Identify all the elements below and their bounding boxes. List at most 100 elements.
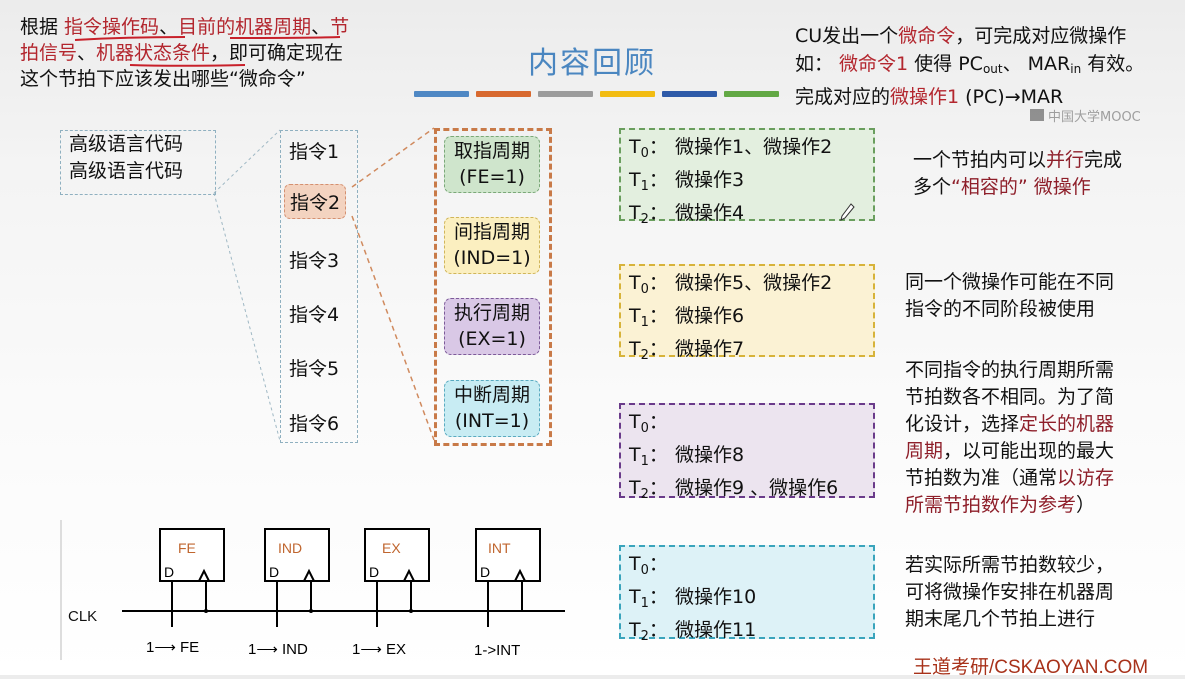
high-level-code-line: 高级语言代码 — [69, 160, 184, 182]
cu-text: 完成对应的 — [795, 86, 891, 108]
micro-ops: 微操作10 — [675, 586, 757, 608]
instruction-list: 指令1 指令2 指令3 指令4 指令5 指令6 — [280, 130, 358, 443]
flipflop-ex: EX D 1⟶ EX — [352, 528, 430, 658]
micro-ops: 微操作7 — [675, 338, 745, 360]
timing-row: T2： 微操作7 — [629, 336, 873, 369]
cycle-name: 取指周期 — [453, 140, 530, 162]
intro-seg: 、 — [311, 16, 331, 38]
beat-label: T1： — [629, 305, 668, 330]
cu-line-1: CU发出一个微命令，可完成对应微操作 — [795, 22, 1144, 50]
connector-lines — [213, 127, 435, 442]
micro-ops: 微操作3 — [675, 169, 745, 191]
intro-line-1: 根据 指令操作码、目前的机器周期、节 — [20, 14, 349, 40]
intro-line-3: 这个节拍下应该发出哪些“微命令” — [20, 66, 349, 92]
cu-text: 有效。 — [1081, 53, 1145, 75]
flipflop-input-label: 1⟶ EX — [352, 641, 406, 658]
cycle-interrupt: 中断周期 (INT=1) — [444, 380, 540, 437]
beat-label: T0： — [629, 272, 668, 297]
timing-row: T1： 微操作3 — [629, 167, 873, 200]
instruction-item[interactable]: 指令3 — [289, 250, 340, 272]
handwritten-annotation — [74, 36, 341, 67]
micro-ops: 微操作4 — [675, 202, 745, 224]
color-bar — [476, 91, 531, 97]
timing-row: T0： 微操作1、微操作2 — [629, 134, 873, 167]
instruction-item-highlighted[interactable]: 指令2 — [284, 184, 347, 219]
timing-box-indirect: T0：微操作5、微操作2 T1：微操作6 T2：微操作7 — [619, 264, 875, 363]
beat-label: T0： — [629, 411, 668, 436]
flipflop-label: FE — [178, 540, 196, 556]
micro-ops: 微操作11 — [675, 619, 757, 641]
timing-row: T0： — [629, 409, 873, 442]
intro-keyword-machine-cycle: 目前的机器周期 — [178, 16, 312, 38]
cycle-execute: 执行周期 (EX=1) — [444, 298, 540, 355]
cu-text: ，可完成对应微操作 — [955, 25, 1127, 47]
machine-cycle-box: 取指周期 (FE=1) 间指周期 (IND=1) 执行周期 (EX=1) 中断周… — [434, 128, 552, 446]
intro-seg: ，即可确定现在 — [210, 42, 344, 64]
color-bar — [538, 91, 593, 97]
beat-label: T2： — [629, 202, 668, 227]
flipflop-fe: FE D 1⟶ FE — [146, 528, 225, 656]
intro-line-2: 拍信号、机器状态条件，即可确定现在 — [20, 40, 349, 66]
cycle-name: 执行周期 — [453, 302, 530, 324]
watermark: 中国大学MOOC — [1048, 109, 1141, 125]
cu-text: 使得 PC — [908, 53, 983, 75]
cu-text: (PC)→MAR — [959, 86, 1064, 108]
micro-ops: 微操作1、微操作2 — [675, 136, 833, 158]
cycle-name: 间指周期 — [453, 221, 530, 243]
flipflop-ind: IND D 1⟶ IND — [248, 528, 330, 658]
pen-cursor-icon — [840, 203, 855, 221]
cu-text: CU发出一个 — [795, 25, 899, 47]
cycle-fetch: 取指周期 (FE=1) — [444, 136, 540, 193]
intro-keyword-machine-state: 机器状态条件 — [96, 42, 211, 64]
intro-seg: 、 — [159, 16, 179, 38]
cu-keyword-micro-command-1: 微命令1 — [839, 53, 909, 75]
color-bar-strip — [414, 91, 780, 99]
beat-label: T2： — [629, 338, 668, 363]
cycle-flag: (INT=1) — [454, 410, 530, 432]
high-level-code-box: 高级语言代码 高级语言代码 — [60, 130, 216, 195]
brand-footer: 王道考研/CSKAOYAN.COM — [913, 657, 1149, 678]
cu-text: 如： — [795, 53, 840, 75]
cycle-flag: (FE=1) — [459, 166, 525, 188]
intro-seg: 、 — [77, 42, 97, 64]
beat-label: T2： — [629, 619, 668, 644]
intro-text: 根据 指令操作码、目前的机器周期、节 拍信号、机器状态条件，即可确定现在 这个节… — [20, 14, 349, 92]
cu-subscript: in — [1070, 62, 1082, 76]
flipflop-label: EX — [382, 540, 401, 556]
timing-row: T1： 微操作6 — [629, 303, 873, 336]
beat-label: T1： — [629, 586, 668, 611]
instruction-item[interactable]: 指令6 — [289, 413, 340, 435]
timing-row: T2：微操作9 、微操作6 — [629, 475, 873, 508]
color-bar — [724, 91, 779, 97]
cu-keyword-micro-command: 微命令 — [898, 25, 956, 47]
timing-row: T2： 微操作4 — [629, 200, 873, 233]
color-bar — [600, 91, 655, 97]
note-reuse: 同一个微操作可能在不同 指令的不同阶段被使用 — [905, 271, 1115, 320]
instruction-item[interactable]: 指令1 — [289, 141, 340, 163]
d-label: D — [480, 564, 490, 580]
cycle-indirect: 间指周期 (IND=1) — [444, 217, 540, 274]
flipflop-input-label: 1⟶ FE — [146, 639, 199, 656]
d-label: D — [369, 564, 379, 580]
timing-row: T0： — [629, 551, 873, 584]
color-bar — [414, 91, 469, 97]
beat-label: T0： — [629, 136, 668, 161]
flipflop-input-label: 1⟶ IND — [248, 641, 308, 658]
timing-box-interrupt: T0： T1： 微操作10 T2： 微操作11 — [619, 545, 875, 644]
cu-keyword-micro-op-1: 微操作1 — [890, 86, 960, 108]
timing-row: T1： 微操作10 — [629, 584, 873, 617]
intro-keyword-opcode: 指令操作码 — [64, 16, 160, 38]
connector-line — [213, 129, 281, 194]
instruction-item[interactable]: 指令5 — [289, 358, 340, 380]
instruction-item[interactable]: 指令4 — [289, 304, 340, 326]
note-parallel: 一个节拍内可以并行完成 多个“相容的” 微操作 — [913, 149, 1123, 198]
beat-label: T1： — [629, 444, 668, 469]
micro-ops: 微操作9 、微操作6 — [675, 477, 839, 499]
flipflop-input-label: 1->INT — [474, 642, 520, 659]
timing-box-fetch: T0： 微操作1、微操作2 T1： 微操作3 T2： 微操作4 — [619, 128, 875, 227]
d-label: D — [164, 564, 174, 580]
beat-label: T1： — [629, 169, 668, 194]
connector-line — [351, 215, 435, 441]
flipflop-circuit: CLK FE D 1⟶ FE IND D 1⟶ IND EX D 1⟶ EX I… — [60, 520, 565, 660]
micro-ops: 微操作6 — [675, 305, 745, 327]
